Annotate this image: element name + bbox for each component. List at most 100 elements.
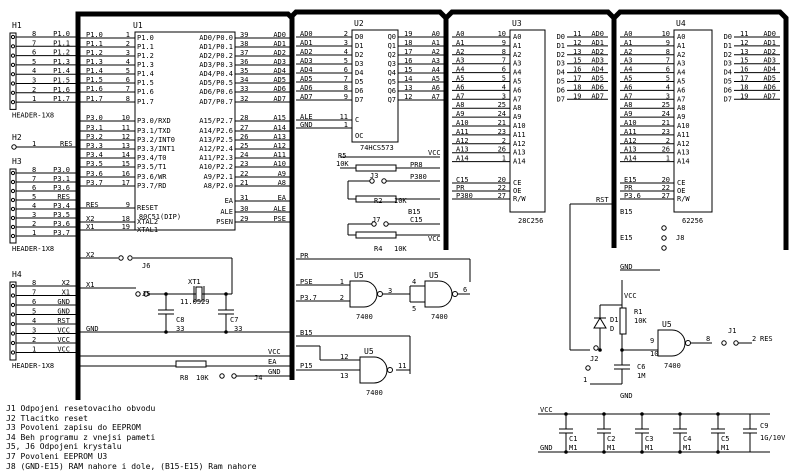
h3-pin — [10, 188, 16, 194]
h3-net: P3.6 — [53, 184, 70, 192]
u1-net-label: A9 — [278, 170, 286, 178]
nand-u5c — [359, 356, 388, 384]
u1-pin-num: 36 — [240, 58, 248, 66]
u4-addr-net: A7 — [624, 92, 632, 100]
u2-pin-name: Q0 — [388, 33, 396, 41]
u2-pin-num: 7 — [344, 75, 348, 83]
u4-addr-net: A0 — [624, 30, 632, 38]
j3-label: J3 — [370, 172, 378, 180]
h3-pin-num: 3 — [32, 211, 36, 219]
gnd-label: GND — [620, 263, 633, 271]
gnd-label: GND — [86, 325, 99, 333]
u1-pin-name: P3.2/INT0 — [137, 136, 175, 144]
u3-data-net: AD3 — [591, 57, 604, 65]
h3-pin-num: 4 — [32, 202, 36, 210]
u1-net-label: A12 — [273, 142, 286, 150]
jumper-pin — [127, 255, 133, 261]
h4-net: X1 — [62, 289, 70, 297]
h4-pin-num: 5 — [32, 308, 36, 316]
jumper-pin — [135, 291, 141, 297]
u2-net-out: A2 — [432, 48, 440, 56]
u1-pin-num: 5 — [126, 67, 130, 75]
u1-pin-name: AD6/P0.6 — [199, 88, 233, 96]
u3-addr-net: A13 — [456, 146, 469, 154]
u4-data-name: D7 — [724, 95, 732, 103]
junction-dot — [602, 412, 606, 416]
nand-u5a-bubble — [377, 291, 383, 297]
u3-addr-name: A8 — [513, 104, 521, 112]
u1-pin-name: P1.6 — [137, 88, 154, 96]
h4-pin-num: 2 — [32, 336, 36, 344]
u4-data-num: 11 — [740, 30, 748, 38]
u1-pin-num: 8 — [126, 95, 130, 103]
num1-label: 1 — [583, 376, 587, 384]
u1-pin-num: 24 — [240, 151, 248, 159]
h3-pin-num: 7 — [32, 175, 36, 183]
u1-pin-name: AD0/P0.0 — [199, 34, 233, 42]
cap-value: M1 — [721, 444, 729, 452]
u2-pin-name: Q6 — [388, 87, 396, 95]
p380-label: P380 — [410, 173, 427, 181]
cap-value: M1 — [683, 444, 691, 452]
jumper-pin — [369, 178, 375, 184]
h4-connector-body — [9, 281, 17, 361]
u4-addr-name: A13 — [677, 149, 690, 157]
r2-ref: R2 — [374, 197, 382, 205]
h1-pin — [10, 72, 16, 77]
u1-pin-name: ALE — [220, 208, 233, 216]
u3-data-net: AD2 — [591, 48, 604, 56]
u4-data-num: 16 — [740, 66, 748, 74]
u1-pin-num: 12 — [122, 133, 130, 141]
h1-pin-num: 4 — [32, 67, 36, 75]
h4-net: VCC — [57, 346, 70, 354]
u4-addr-name: A4 — [677, 69, 685, 77]
u1-pin-name: RESET — [137, 204, 159, 212]
u1-pin-num: 32 — [240, 95, 248, 103]
e15-label: E15 — [620, 234, 633, 242]
p37-label: P3.7 — [300, 294, 317, 302]
u1-net-label: P1.4 — [86, 67, 103, 75]
h2-pin: 1 — [32, 140, 36, 148]
h3-pin — [10, 170, 16, 176]
u2-pin-name: D1 — [355, 42, 363, 50]
u3-addr-num: 25 — [498, 101, 506, 109]
junction-dot — [678, 412, 682, 416]
h4-pin — [10, 350, 16, 355]
note-line: J5, J6 Odpojeni krystalu — [6, 442, 122, 452]
bus-u1 — [75, 11, 295, 400]
u4-addr-net: A1 — [624, 39, 632, 47]
nand-u5d-part: 7400 — [664, 362, 681, 370]
h1-net: P1.3 — [53, 58, 70, 66]
u1-pin-name: P3.4/T0 — [137, 154, 167, 162]
u3-ctrl-num: 27 — [498, 192, 506, 200]
u5c-pin: 13 — [340, 372, 348, 380]
u1-net-label: P3.3 — [86, 142, 103, 150]
u1-net-label: P1.0 — [86, 31, 103, 39]
u2-ctrl-num: 1 — [344, 121, 348, 129]
u3-data-name: D2 — [557, 51, 565, 59]
h1-net: P1.7 — [53, 95, 70, 103]
resistor-r4 — [355, 231, 397, 239]
u1-pin-num: 39 — [240, 31, 248, 39]
j1-label: J1 — [728, 327, 736, 335]
u2-net-out: A1 — [432, 39, 440, 47]
u1-net-label: P3.5 — [86, 160, 103, 168]
u1-net-label: P1.6 — [86, 85, 103, 93]
u1-pin-num: 4 — [126, 58, 130, 66]
nand-u5a-part: 7400 — [356, 313, 373, 321]
u1-pin-name: A14/P2.6 — [199, 127, 233, 135]
u1-pin-name: AD7/P0.7 — [199, 98, 233, 106]
u3-addr-name: A9 — [513, 113, 521, 121]
u2-net-out: A7 — [432, 93, 440, 101]
u4-data-name: D1 — [724, 42, 732, 50]
jumper-pin — [383, 221, 389, 227]
u3-addr-net: A11 — [456, 128, 469, 136]
h3-net: P3.6 — [53, 220, 70, 228]
u4-addr-name: A8 — [677, 104, 685, 112]
cap-ref: C3 — [645, 435, 653, 443]
u1-pin-num: 15 — [122, 160, 130, 168]
h4-net: VCC — [57, 327, 70, 335]
u2-pin-num: 16 — [404, 57, 412, 65]
u3-data-num: 19 — [573, 92, 581, 100]
